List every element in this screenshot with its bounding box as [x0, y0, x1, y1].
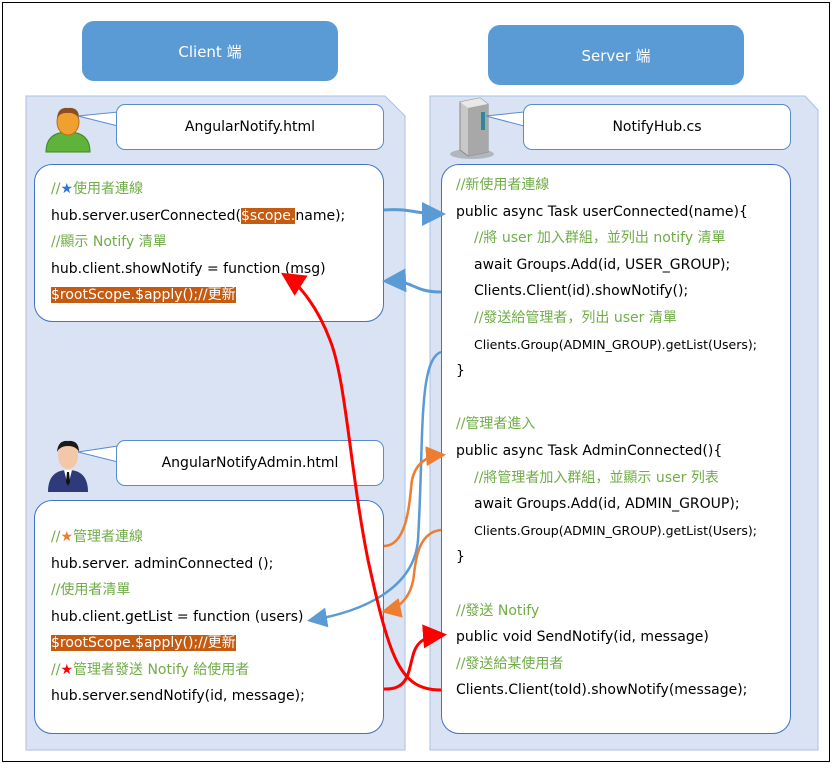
code-line: //★使用者連線	[51, 179, 143, 199]
code-line: Clients.Client(toId).showNotify(message)…	[456, 680, 747, 700]
server-file-label: NotifyHub.cs	[523, 104, 791, 150]
user-callout-pointer	[77, 111, 119, 127]
code-comment: //	[51, 181, 61, 197]
code-line: //發送給某使用者	[456, 654, 563, 674]
code-text: hub.client.getList = function (users)	[51, 608, 304, 625]
code-text: public async Task AdminConnected(){	[456, 443, 723, 459]
star-icon: ★	[60, 181, 73, 197]
code-comment: //發送 Notify	[456, 602, 540, 619]
server-header: Server 端	[488, 25, 744, 85]
code-text: Clients.Client(toId).showNotify(message)…	[456, 682, 748, 699]
code-text: name);	[295, 207, 346, 224]
code-line: }	[456, 361, 465, 381]
code-comment: //使用者清單	[51, 582, 131, 598]
code-text: Clients.Client(id).showNotify();	[474, 283, 689, 300]
code-comment: //將管理者加入群組，並顯示 user 列表	[474, 469, 719, 486]
code-line: //發送給管理者，列出 user 清單	[474, 308, 677, 328]
code-text: }	[456, 363, 465, 380]
code-comment: //管理者進入	[456, 416, 536, 433]
code-line: hub.client.showNotify = function (msg)	[51, 259, 326, 279]
code-line: hub.server.sendNotify(id, message);	[51, 686, 305, 706]
server-code-box: //新使用者連線 public async Task userConnected(…	[441, 164, 791, 734]
code-line: //顯示 Notify 清單	[51, 232, 167, 252]
code-line: $rootScope.$apply();//更新	[51, 633, 236, 653]
code-line: //發送 Notify	[456, 601, 539, 621]
code-text: await Groups.Add(id, USER_GROUP);	[474, 256, 731, 273]
code-line: $rootScope.$apply();//更新	[51, 285, 236, 305]
code-text: hub.client.showNotify = function (msg)	[51, 260, 326, 277]
code-comment: //顯示 Notify 清單	[51, 234, 167, 250]
code-text: hub.server.sendNotify(id, message);	[51, 688, 305, 704]
code-comment: 管理者發送 Notify 給使用者	[73, 661, 250, 678]
code-comment: //發送給管理者，列出 user 清單	[474, 310, 677, 326]
code-comment: //	[51, 661, 61, 678]
highlighted-code: $rootScope.$apply();//更新	[51, 635, 236, 651]
code-line: await Groups.Add(id, ADMIN_GROUP);	[474, 494, 740, 514]
server-icon	[450, 97, 494, 159]
star-icon: ★	[60, 661, 73, 678]
code-text: hub.server.userConnected(	[51, 207, 241, 224]
code-line: //★管理者發送 Notify 給使用者	[51, 660, 249, 680]
code-line: hub.server. adminConnected ();	[51, 554, 273, 574]
code-text: }	[456, 549, 465, 566]
code-line: //將管理者加入群組，並顯示 user 列表	[474, 468, 719, 488]
code-line: public void SendNotify(id, message)	[456, 627, 709, 647]
admin-icon	[48, 440, 88, 492]
code-comment: //	[51, 529, 61, 545]
code-line: Clients.Group(ADMIN_GROUP).getList(Users…	[474, 335, 757, 355]
code-comment: //發送給某使用者	[456, 655, 564, 672]
code-comment: //新使用者連線	[456, 177, 550, 193]
code-line: //★管理者連線	[51, 527, 143, 547]
code-comment: 管理者連線	[73, 529, 143, 545]
star-icon: ★	[60, 529, 73, 545]
client-header: Client 端	[82, 21, 338, 81]
code-line: public async Task AdminConnected(){	[456, 441, 722, 461]
code-text: public async Task userConnected(name){	[456, 203, 748, 220]
code-line: Clients.Group(ADMIN_GROUP).getList(Users…	[474, 521, 757, 541]
code-line: await Groups.Add(id, USER_GROUP);	[474, 255, 730, 275]
code-text: Clients.Group(ADMIN_GROUP).getList(Users…	[474, 522, 757, 538]
user-file-label: AngularNotify.html	[116, 104, 384, 150]
code-line: //將 user 加入群組，並列出 notify 清單	[474, 228, 726, 248]
highlighted-code: $rootScope.$apply();//更新	[51, 287, 236, 303]
code-line: //新使用者連線	[456, 175, 549, 195]
code-line: //使用者清單	[51, 580, 130, 600]
code-comment: //將 user 加入群組，並列出 notify 清單	[474, 230, 726, 247]
code-line: public async Task userConnected(name){	[456, 202, 748, 222]
code-text: public void SendNotify(id, message)	[456, 629, 709, 646]
user-icon	[45, 107, 91, 153]
user-code-box: //★使用者連線 hub.server.userConnected($scope.…	[34, 164, 384, 322]
highlighted-code: $scope.	[240, 207, 296, 224]
code-comment: 使用者連線	[73, 181, 143, 197]
admin-file-label: AngularNotifyAdmin.html	[116, 440, 384, 486]
code-text: hub.server. adminConnected ();	[51, 555, 274, 572]
admin-callout-pointer	[77, 445, 119, 463]
code-line: hub.server.userConnected($scope.name);	[51, 206, 345, 226]
code-text: await Groups.Add(id, ADMIN_GROUP);	[474, 496, 740, 513]
server-callout-pointer	[485, 111, 525, 127]
code-line: //管理者進入	[456, 414, 535, 434]
code-line: Clients.Client(id).showNotify();	[474, 281, 688, 301]
code-line: hub.client.getList = function (users)	[51, 607, 303, 627]
code-line: }	[456, 547, 465, 567]
code-text: Clients.Group(ADMIN_GROUP).getList(Users…	[474, 336, 757, 352]
